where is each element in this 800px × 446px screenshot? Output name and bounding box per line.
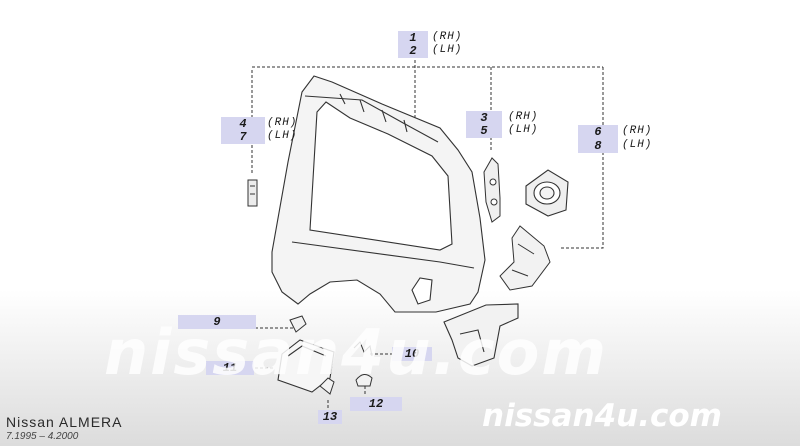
quarter-panel xyxy=(271,75,486,313)
callout-11: 11 xyxy=(206,361,254,375)
bracket-part-10b xyxy=(499,225,551,291)
reinforcement-part-3 xyxy=(483,157,501,223)
callout-6-number: 6 xyxy=(578,125,618,139)
watermark-main: nissan4u.com xyxy=(104,316,608,389)
fuel-lid-part-11 xyxy=(277,339,335,393)
callout-13: 13 xyxy=(318,410,342,424)
model-name: Nissan ALMERA xyxy=(6,414,123,430)
spring-part-10 xyxy=(353,341,373,357)
callout-7-side: (LH) xyxy=(267,130,298,142)
grommet-part-12 xyxy=(355,374,373,387)
callout-8-side: (LH) xyxy=(622,139,653,151)
callout-1-side: (RH) xyxy=(432,31,463,43)
callout-5-side: (LH) xyxy=(508,124,539,136)
callout-9: 9 xyxy=(178,315,256,329)
callout-10: 10 xyxy=(392,347,432,361)
filler-housing-part-6 xyxy=(525,169,569,217)
hinge-part-13 xyxy=(319,377,335,395)
callout-7-number: 7 xyxy=(221,130,265,144)
callout-2-number: 2 xyxy=(398,44,428,58)
clip-part-9 xyxy=(289,315,307,333)
callout-5-number: 5 xyxy=(466,124,502,138)
callout-4-number: 4 xyxy=(221,117,265,131)
callout-3-number: 3 xyxy=(466,111,502,125)
model-years: 7.1995 – 4.2000 xyxy=(6,431,79,442)
callout-1-number: 1 xyxy=(398,31,428,45)
bracket-part-4 xyxy=(247,179,258,207)
watermark-corner: nissan4u.com xyxy=(482,398,722,434)
callout-2-side: (LH) xyxy=(432,44,463,56)
callout-6-side: (RH) xyxy=(622,125,653,137)
callout-8-number: 8 xyxy=(578,139,618,153)
callout-4-side: (RH) xyxy=(267,117,298,129)
callout-3-side: (RH) xyxy=(508,111,539,123)
callout-12: 12 xyxy=(350,397,402,411)
lower-rear-panel xyxy=(443,303,519,367)
